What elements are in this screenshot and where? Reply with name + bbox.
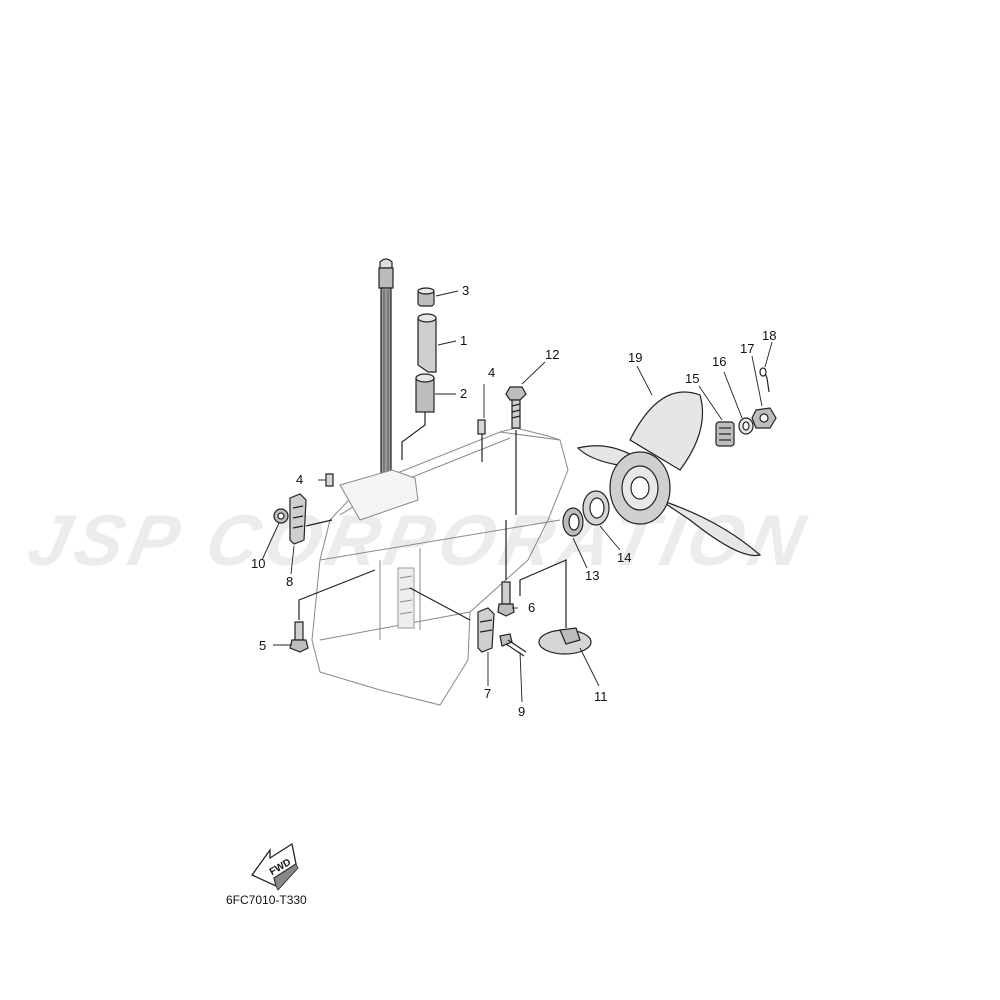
washer-16 [738,417,754,435]
callout-14: 14 [617,550,631,565]
callout-1: 1 [460,333,467,348]
grommet-2 [415,373,435,413]
callout-5: 5 [259,638,266,653]
drive-shaft [378,258,394,479]
callout-labels: 3 1 2 4 4 5 6 7 8 9 10 11 12 13 14 15 16… [251,283,776,719]
diagram-code: 6FC7010-T330 [226,893,307,907]
callout-8: 8 [286,574,293,589]
leader-water-pipe [401,412,426,460]
callout-19: 19 [628,350,642,365]
callout-9: 9 [518,704,525,719]
spacer-15 [715,421,735,447]
washer-14 [582,490,610,526]
bolt-6 [497,581,515,617]
callout-12: 12 [545,347,559,362]
callout-7: 7 [484,686,491,701]
water-pipe-1 [417,313,437,373]
anode-7 [477,607,495,653]
grommet-3 [417,287,435,307]
anode-8 [289,493,307,545]
callout-18: 18 [762,328,776,343]
spacer-13 [562,507,584,537]
bolt-9 [499,633,527,657]
dowel-pin-4a [477,419,486,435]
leader-7 [409,587,471,621]
callout-15: 15 [685,371,699,386]
callout-2: 2 [460,386,467,401]
lower-casing [311,427,569,706]
nut-10 [273,508,289,524]
trim-tab-11 [538,627,592,655]
callout-leaders [261,290,773,703]
leader-11 [519,559,567,628]
dowel-pin-4b [325,473,334,487]
callout-13: 13 [585,568,599,583]
callout-10: 10 [251,556,265,571]
callout-16: 16 [712,354,726,369]
nut-17 [751,407,777,429]
bolt-12 [505,386,527,429]
bolt-5 [289,621,309,653]
callout-4b: 4 [296,472,303,487]
callout-6: 6 [528,600,535,615]
leader-5 [298,569,376,620]
leader-8 [305,519,333,527]
callout-17: 17 [740,341,754,356]
fwd-arrow: FWD [251,842,299,891]
callout-4a: 4 [488,365,495,380]
callout-11: 11 [594,689,608,704]
cotter-pin-18 [759,367,770,393]
propeller-19 [576,391,762,557]
callout-3: 3 [462,283,469,298]
